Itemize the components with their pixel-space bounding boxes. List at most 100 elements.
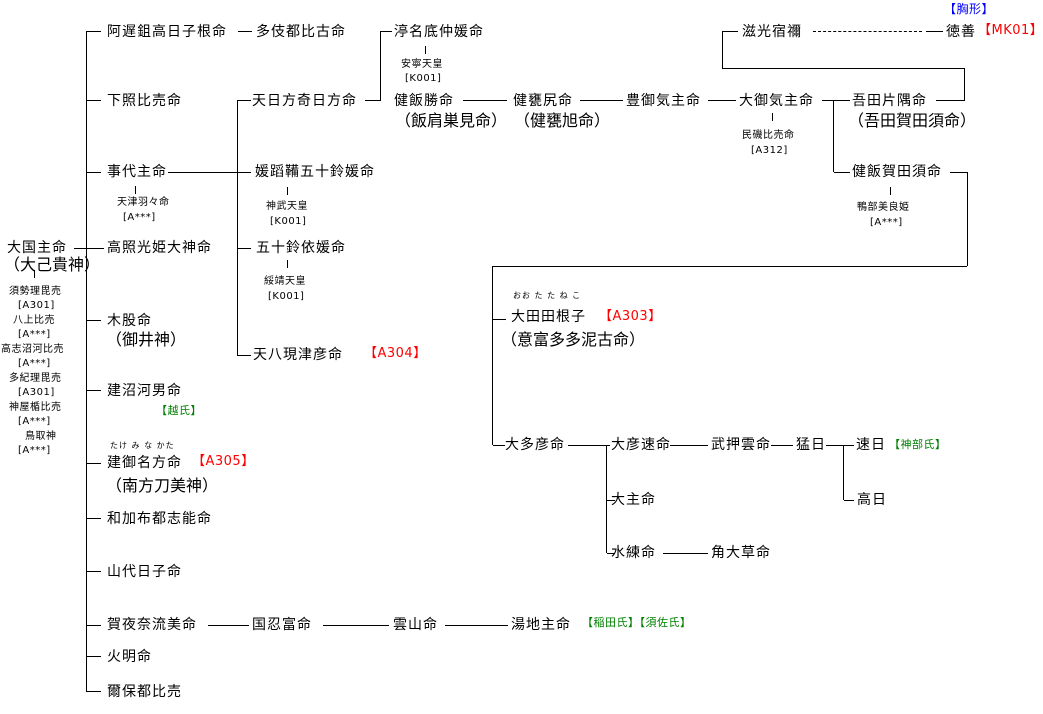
connector-line bbox=[843, 445, 844, 500]
person-name: 武押雲命 bbox=[711, 437, 771, 453]
person-name: 建御名方命 bbox=[107, 455, 182, 471]
person-name: 高日 bbox=[857, 492, 887, 508]
reference-id: [A***] bbox=[18, 358, 51, 369]
reference-id: [K001] bbox=[270, 216, 307, 227]
reference-id: [A312] bbox=[751, 145, 788, 156]
connector-line bbox=[580, 100, 623, 101]
connector-line bbox=[86, 625, 101, 626]
person-name: 大主命 bbox=[611, 492, 656, 508]
connector-line bbox=[86, 31, 87, 692]
connector-line bbox=[287, 187, 288, 195]
person-alias: （意富多多泥古命） bbox=[501, 330, 646, 349]
person-name: 大彦速命 bbox=[611, 437, 671, 453]
connector-line bbox=[670, 445, 708, 446]
person-name: 媛蹈鞴五十鈴媛命 bbox=[255, 164, 375, 180]
connector-line bbox=[950, 172, 967, 173]
connector-line bbox=[323, 625, 389, 626]
connector-line bbox=[237, 100, 238, 356]
spouse-name: 鴨部美良姫 bbox=[857, 202, 910, 213]
connector-line bbox=[844, 445, 854, 446]
person-alias: （大己貴神） bbox=[4, 255, 101, 274]
reference-id: [A301] bbox=[18, 387, 55, 398]
connector-line bbox=[238, 172, 251, 173]
connector-line bbox=[722, 31, 723, 68]
connector-line bbox=[74, 248, 104, 249]
reference-id: [A***] bbox=[123, 212, 156, 223]
connector-line bbox=[722, 68, 964, 69]
person-name: 天日方奇日方命 bbox=[252, 93, 357, 109]
person-alias: （吾田賀田須命） bbox=[848, 111, 977, 130]
furigana-label: たけ み な かた bbox=[110, 441, 175, 450]
connector-line bbox=[964, 68, 965, 101]
person-name: 阿遅鉏高日子根命 bbox=[107, 24, 227, 40]
person-name: 下照比売命 bbox=[107, 93, 182, 109]
connector-line bbox=[86, 390, 101, 391]
connector-line bbox=[87, 691, 101, 692]
person-name: 健甕尻命 bbox=[513, 93, 573, 109]
spouse-name: 多紀理毘売 bbox=[9, 373, 62, 384]
connector-line bbox=[238, 355, 251, 356]
person-name: 火明命 bbox=[107, 649, 152, 665]
adoption-connector-line bbox=[813, 31, 922, 32]
person-name: 湯地主命 bbox=[511, 617, 571, 633]
connector-line bbox=[492, 266, 493, 445]
person-alias: （御井神） bbox=[106, 330, 187, 349]
person-name: 滋光宿禰 bbox=[742, 24, 802, 40]
person-name: 猛日 bbox=[796, 437, 826, 453]
person-name: 速日 bbox=[856, 437, 886, 453]
person-name: 健飯賀田須命 bbox=[852, 164, 942, 180]
person-name: 賀夜奈流美命 bbox=[107, 617, 197, 633]
connector-line bbox=[607, 553, 615, 554]
connector-line bbox=[826, 445, 843, 446]
connector-line bbox=[492, 266, 967, 267]
connector-line bbox=[967, 172, 968, 266]
catalog-id-tag: 【A304】 bbox=[364, 346, 427, 361]
spouse-name: 民磯比売命 bbox=[742, 130, 795, 141]
connector-line bbox=[238, 31, 252, 32]
group-tag: 【胸形】 bbox=[944, 2, 995, 16]
connector-line bbox=[238, 248, 251, 249]
connector-line bbox=[86, 518, 101, 519]
connector-line bbox=[381, 31, 392, 32]
connector-line bbox=[463, 100, 507, 101]
connector-line bbox=[834, 172, 850, 173]
person-name: 水練命 bbox=[611, 545, 656, 561]
person-name: 健飯勝命 bbox=[394, 93, 454, 109]
connector-line bbox=[238, 100, 251, 101]
connector-line bbox=[86, 463, 101, 464]
person-name: 高照光姫大神命 bbox=[107, 240, 212, 256]
spouse-name: 八上比売 bbox=[13, 315, 55, 326]
connector-line bbox=[287, 260, 288, 268]
catalog-id-tag: 【A303】 bbox=[599, 309, 662, 324]
connector-line bbox=[208, 625, 249, 626]
connector-line bbox=[135, 186, 136, 194]
person-name: 五十鈴依媛命 bbox=[256, 240, 346, 256]
connector-line bbox=[708, 100, 736, 101]
person-name: 雲山命 bbox=[393, 617, 438, 633]
connector-line bbox=[86, 100, 101, 101]
person-name: 木股命 bbox=[107, 313, 152, 329]
furigana-label: おお た た ね こ bbox=[513, 291, 582, 300]
person-alias: （南方刀美神） bbox=[106, 476, 219, 495]
clan-tag: 【越氏】 bbox=[156, 404, 202, 417]
person-name: 吾田片隅命 bbox=[852, 93, 927, 109]
connector-line bbox=[844, 500, 854, 501]
person-alias: （飯肩巣見命） bbox=[395, 111, 508, 130]
spouse-name: 安寧天皇 bbox=[401, 59, 443, 70]
person-name: 角大草命 bbox=[711, 545, 771, 561]
person-name: 天八現津彦命 bbox=[253, 347, 343, 363]
connector-line bbox=[772, 113, 773, 121]
connector-line bbox=[607, 500, 615, 501]
spouse-name: 綏靖天皇 bbox=[264, 276, 306, 287]
catalog-id-tag: 【MK01】 bbox=[978, 23, 1043, 38]
reference-id: [A***] bbox=[18, 329, 51, 340]
connector-line bbox=[663, 553, 708, 554]
spouse-name: 神武天皇 bbox=[266, 201, 308, 212]
connector-line bbox=[493, 445, 505, 446]
person-name: 徳善 bbox=[946, 24, 976, 40]
person-name: 建沼河男命 bbox=[107, 383, 182, 399]
person-name: 大国主命 bbox=[7, 240, 67, 256]
person-name: 豊御気主命 bbox=[626, 93, 701, 109]
spouse-name: 天津羽々命 bbox=[117, 197, 170, 208]
